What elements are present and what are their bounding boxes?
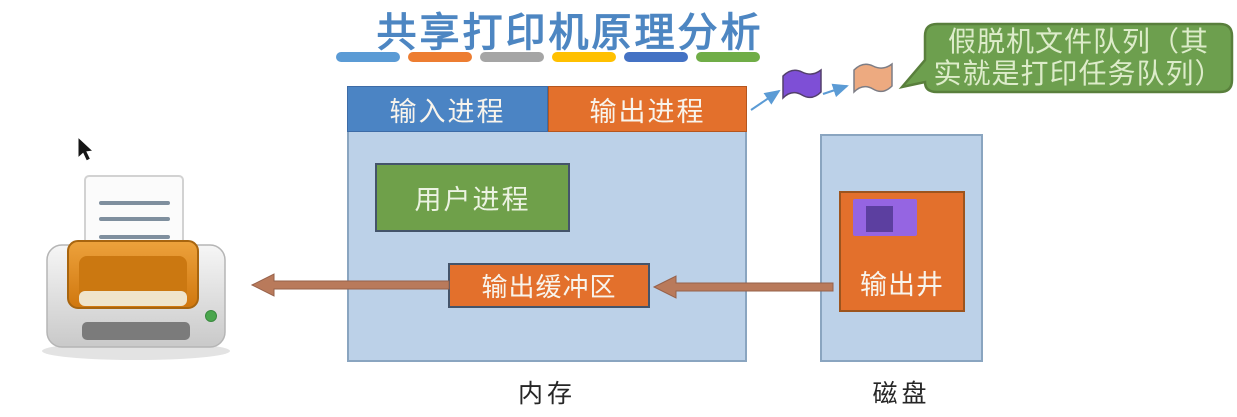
printer-icon xyxy=(42,175,230,360)
mouse-cursor-icon xyxy=(77,135,95,162)
disk-label: 磁盘 xyxy=(872,381,931,408)
input-process-label: 输入进程 xyxy=(389,96,506,127)
arrow-purple-to-orange-flag xyxy=(822,83,849,98)
underline-dash xyxy=(480,52,544,62)
output-well-label: 输出井 xyxy=(860,270,944,300)
underline-dash xyxy=(336,52,400,62)
page-title: 共享打印机原理分析 xyxy=(376,11,764,55)
output-process-label: 输出进程 xyxy=(589,96,706,127)
output-buffer-label: 输出缓冲区 xyxy=(481,272,617,302)
user-process-box: 用户进程 xyxy=(375,163,570,232)
underline-dash xyxy=(624,52,688,62)
underline-dash xyxy=(552,52,616,62)
spool-file-flag-orange-icon xyxy=(853,62,893,94)
callout-line-2: 实就是打印任务队列） xyxy=(933,58,1224,89)
underline-dash xyxy=(408,52,472,62)
title-underline-dashes xyxy=(336,52,760,62)
arrow-output-process-to-purple-flag xyxy=(750,89,781,111)
output-buffer-box: 输出缓冲区 xyxy=(448,263,650,308)
callout-text: 假脱机文件队列（其 实就是打印任务队列） xyxy=(925,26,1232,90)
memory-label: 内存 xyxy=(517,381,576,408)
output-process-box: 输出进程 xyxy=(548,86,747,132)
callout-line-1: 假脱机文件队列（其 xyxy=(947,26,1209,57)
spool-job-inner-icon xyxy=(866,206,893,232)
user-process-label: 用户进程 xyxy=(414,185,531,215)
input-process-box: 输入进程 xyxy=(347,86,548,132)
spool-file-flag-purple-icon xyxy=(782,68,822,100)
underline-dash xyxy=(696,52,760,62)
